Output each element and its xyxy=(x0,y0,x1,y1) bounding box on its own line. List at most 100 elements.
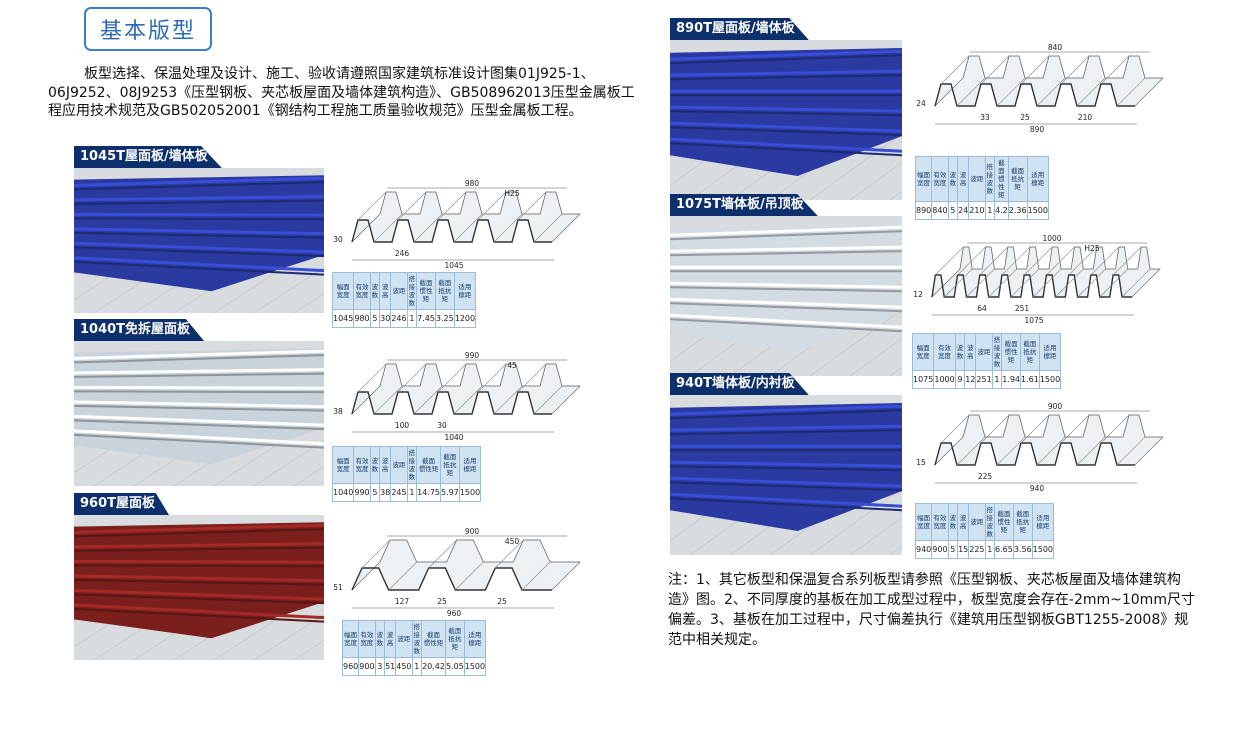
dim-pitch2: 25 xyxy=(437,597,447,606)
panel-title-tag: 960T屋面板 xyxy=(74,493,170,515)
dim-bottom: 940 xyxy=(1030,484,1045,491)
dim-rib: 45 xyxy=(507,361,517,370)
spec-header-cell: 搭接波数 xyxy=(984,503,996,541)
panel-title-tag: 940T墙体板/内衬板 xyxy=(670,373,809,395)
spec-value-cell: 1500 xyxy=(458,483,482,502)
spec-header-cell: 波距 xyxy=(968,503,986,541)
spec-header-line1: 波数 xyxy=(956,344,964,360)
spec-header-cell: 适用檩距 xyxy=(1031,503,1055,541)
spec-header-line2: 惯性矩 xyxy=(418,465,439,473)
dim-rib: H25 xyxy=(504,189,519,198)
spec-header-cell: 波距 xyxy=(395,620,413,658)
spec-header-line1: 截面 xyxy=(997,510,1011,518)
dim-pitch2: 251 xyxy=(1015,304,1030,313)
spec-value-cell: 24 xyxy=(957,201,970,220)
spec-value-cell: 1500 xyxy=(463,657,487,676)
spec-header-cell: 截面惯性矩 xyxy=(1001,333,1021,371)
spec-header-line1: 截面 xyxy=(1011,167,1025,175)
spec-value-cell: 5 xyxy=(369,483,381,502)
spec-header-cell: 适用檩距 xyxy=(463,620,487,658)
spec-value-cell: 7.45 xyxy=(416,309,436,328)
spec-header-cell: 波距 xyxy=(968,156,986,202)
dim-pitch: 225 xyxy=(978,472,993,481)
spec-header-line2: 宽度 xyxy=(336,465,350,473)
spec-value-cell: 900 xyxy=(931,540,949,559)
spec-value-cell: 5 xyxy=(947,201,959,220)
dim-side: 15 xyxy=(916,458,926,467)
panel-title-tag: 1040T免拆屋面板 xyxy=(74,319,205,341)
spec-value-cell: 245 xyxy=(390,483,408,502)
spec-header-cell: 搭接波数 xyxy=(991,333,1003,371)
spec-value-cell: 12 xyxy=(964,370,977,389)
spec-header-cell: 幅面宽度 xyxy=(331,446,355,484)
dim-pitch: 127 xyxy=(395,597,410,606)
spec-header-row: 幅面宽度有效宽度波数波高波距搭接波数截面惯性矩截面抵抗矩适用檩距 xyxy=(331,272,477,310)
spec-header-line1: 适用 xyxy=(1036,514,1050,522)
spec-header-cell: 波数 xyxy=(374,620,386,658)
spec-header-line2: 檩距 xyxy=(1031,179,1045,187)
spec-header-line1: 波数 xyxy=(949,514,957,530)
spec-value-cell: 5 xyxy=(947,540,959,559)
dim-pitch: 246 xyxy=(395,249,410,258)
spec-header-cell: 波数 xyxy=(947,503,959,541)
spec-value-cell: 5.05 xyxy=(444,657,465,676)
spec-value-cell: 1040 xyxy=(331,483,355,502)
dim-side: 51 xyxy=(333,583,343,592)
spec-value-cell: 980 xyxy=(353,309,371,328)
dim-pitch3: 210 xyxy=(1078,113,1093,122)
dim-bottom: 1045 xyxy=(444,261,463,268)
spec-header-line1: 波距 xyxy=(977,348,991,356)
spec-value-cell: 1500 xyxy=(1031,540,1055,559)
spec-header-line1: 有效 xyxy=(938,344,952,352)
panel-title-tag: 1045T屋面板/墙体板 xyxy=(74,146,222,168)
spec-header-line2: 惯性矩 xyxy=(1004,348,1018,364)
spec-header-line1: 有效 xyxy=(355,457,369,465)
panel-photo xyxy=(74,168,324,313)
spec-header-line1: 适用 xyxy=(458,283,472,291)
spec-value-cell: 1200 xyxy=(453,309,477,328)
spec-value-cell: 1500 xyxy=(1038,370,1062,389)
dim-top: 1000 xyxy=(1042,235,1061,243)
notes-paragraph: 注：1、其它板型和保温复合系列板型请参照《压型钢板、夹芯板屋面及墙体建筑构造》图… xyxy=(668,572,1195,648)
spec-header-line1: 波高 xyxy=(386,631,394,647)
spec-header-line2: 惯性矩 xyxy=(997,518,1011,534)
spec-header-line2: 宽度 xyxy=(360,639,374,647)
spec-header-line1: 有效 xyxy=(355,283,369,291)
spec-header-cell: 截面抵抗矩 xyxy=(1012,503,1033,541)
spec-value-cell: 900 xyxy=(358,657,376,676)
spec-header-cell: 搭接波数 xyxy=(984,156,996,202)
spec-header-row: 幅面宽度有效宽度波数波高波距搭接波数截面惯性矩截面抵抗矩适用檩距 xyxy=(341,620,487,658)
spec-header-cell: 波高 xyxy=(379,446,392,484)
spec-header-row: 幅面宽度有效宽度波数波高波距搭接波数截面惯性矩截面抵抗矩适用檩距 xyxy=(914,503,1055,541)
spec-header-line2: 惯性矩 xyxy=(423,639,444,647)
spec-header-cell: 波高 xyxy=(964,333,977,371)
spec-header-line2: 抵抗矩 xyxy=(443,461,457,477)
spec-header-line1: 波距 xyxy=(970,518,984,526)
spec-header-line1: 截面 xyxy=(1004,340,1018,348)
spec-header-line1: 波高 xyxy=(381,283,389,299)
spec-header-line1: 截面 xyxy=(448,627,462,635)
spec-value-cell: 210 xyxy=(968,201,986,220)
spec-value-cell: 1000 xyxy=(933,370,956,389)
spec-header-cell: 幅面宽度 xyxy=(911,333,935,371)
spec-value-cell: 14.75 xyxy=(416,483,442,502)
dim-bottom: 1075 xyxy=(1024,316,1043,323)
spec-header-cell: 波高 xyxy=(379,272,392,310)
spec-header-line2: 抵抗矩 xyxy=(1016,518,1030,534)
spec-header-line1: 截面 xyxy=(1016,510,1030,518)
spec-value-cell: 51 xyxy=(384,657,397,676)
spec-header-line2: 波数 xyxy=(408,291,416,307)
spec-value-cell: 5 xyxy=(369,309,381,328)
panel-title-tag: 890T屋面板/墙体板 xyxy=(670,18,809,40)
spec-value-cell: 4.2 xyxy=(994,201,1009,220)
spec-header-line1: 搭接 xyxy=(408,275,416,291)
